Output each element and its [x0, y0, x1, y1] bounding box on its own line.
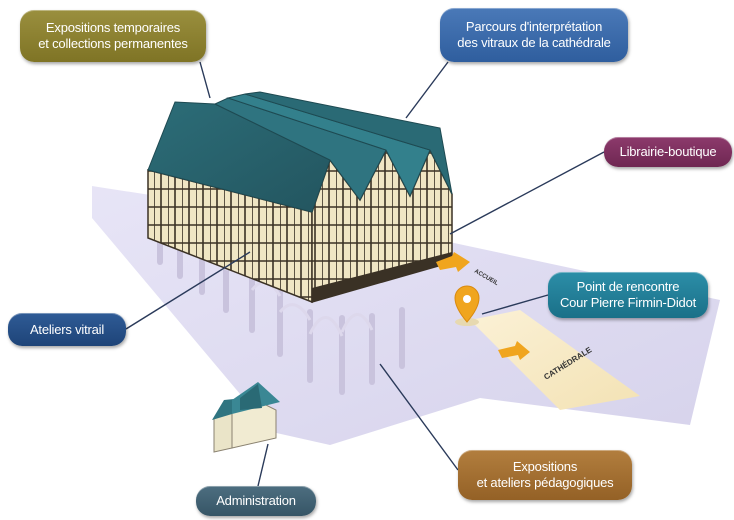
label-text: Cour Pierre Firmin-Didot — [559, 295, 697, 310]
roof-far — [244, 91, 453, 195]
label-point-de-rencontre: Point de rencontre Cour Pierre Firmin-Di… — [548, 272, 708, 318]
label-text: Parcours d'interprétation — [465, 19, 603, 34]
label-text: et collections permanentes — [38, 36, 188, 51]
label-text: des vitraux de la cathédrale — [457, 35, 611, 50]
label-expositions-ateliers-pedagogiques: Expositions et ateliers pédagogiques — [458, 450, 632, 500]
meeting-point-marker — [454, 285, 480, 326]
label-text: Point de rencontre — [576, 279, 680, 294]
label-text: Administration — [216, 493, 296, 508]
label-expositions-temporaires: Expositions temporaires et collections p… — [20, 10, 206, 62]
cathedral-path — [470, 310, 640, 410]
label-administration: Administration — [196, 486, 316, 516]
roof-back — [226, 93, 431, 198]
label-text: Expositions temporaires — [45, 20, 181, 35]
cathedral-arrow — [498, 341, 530, 360]
leader-lines — [125, 61, 605, 487]
label-parcours-vitraux: Parcours d'interprétation des vitraux de… — [440, 8, 628, 62]
label-ateliers-vitrail: Ateliers vitrail — [8, 313, 126, 346]
accueil-arrow — [436, 252, 470, 272]
label-text: et ateliers pédagogiques — [476, 475, 614, 490]
label-text: Ateliers vitrail — [29, 321, 105, 337]
label-librairie-boutique: Librairie-boutique — [604, 137, 732, 167]
ground-floor-band — [312, 252, 452, 302]
label-text: Librairie-boutique — [619, 144, 717, 159]
administration-house — [212, 382, 280, 453]
roof-middle — [213, 97, 387, 201]
label-text: Expositions — [512, 459, 578, 474]
